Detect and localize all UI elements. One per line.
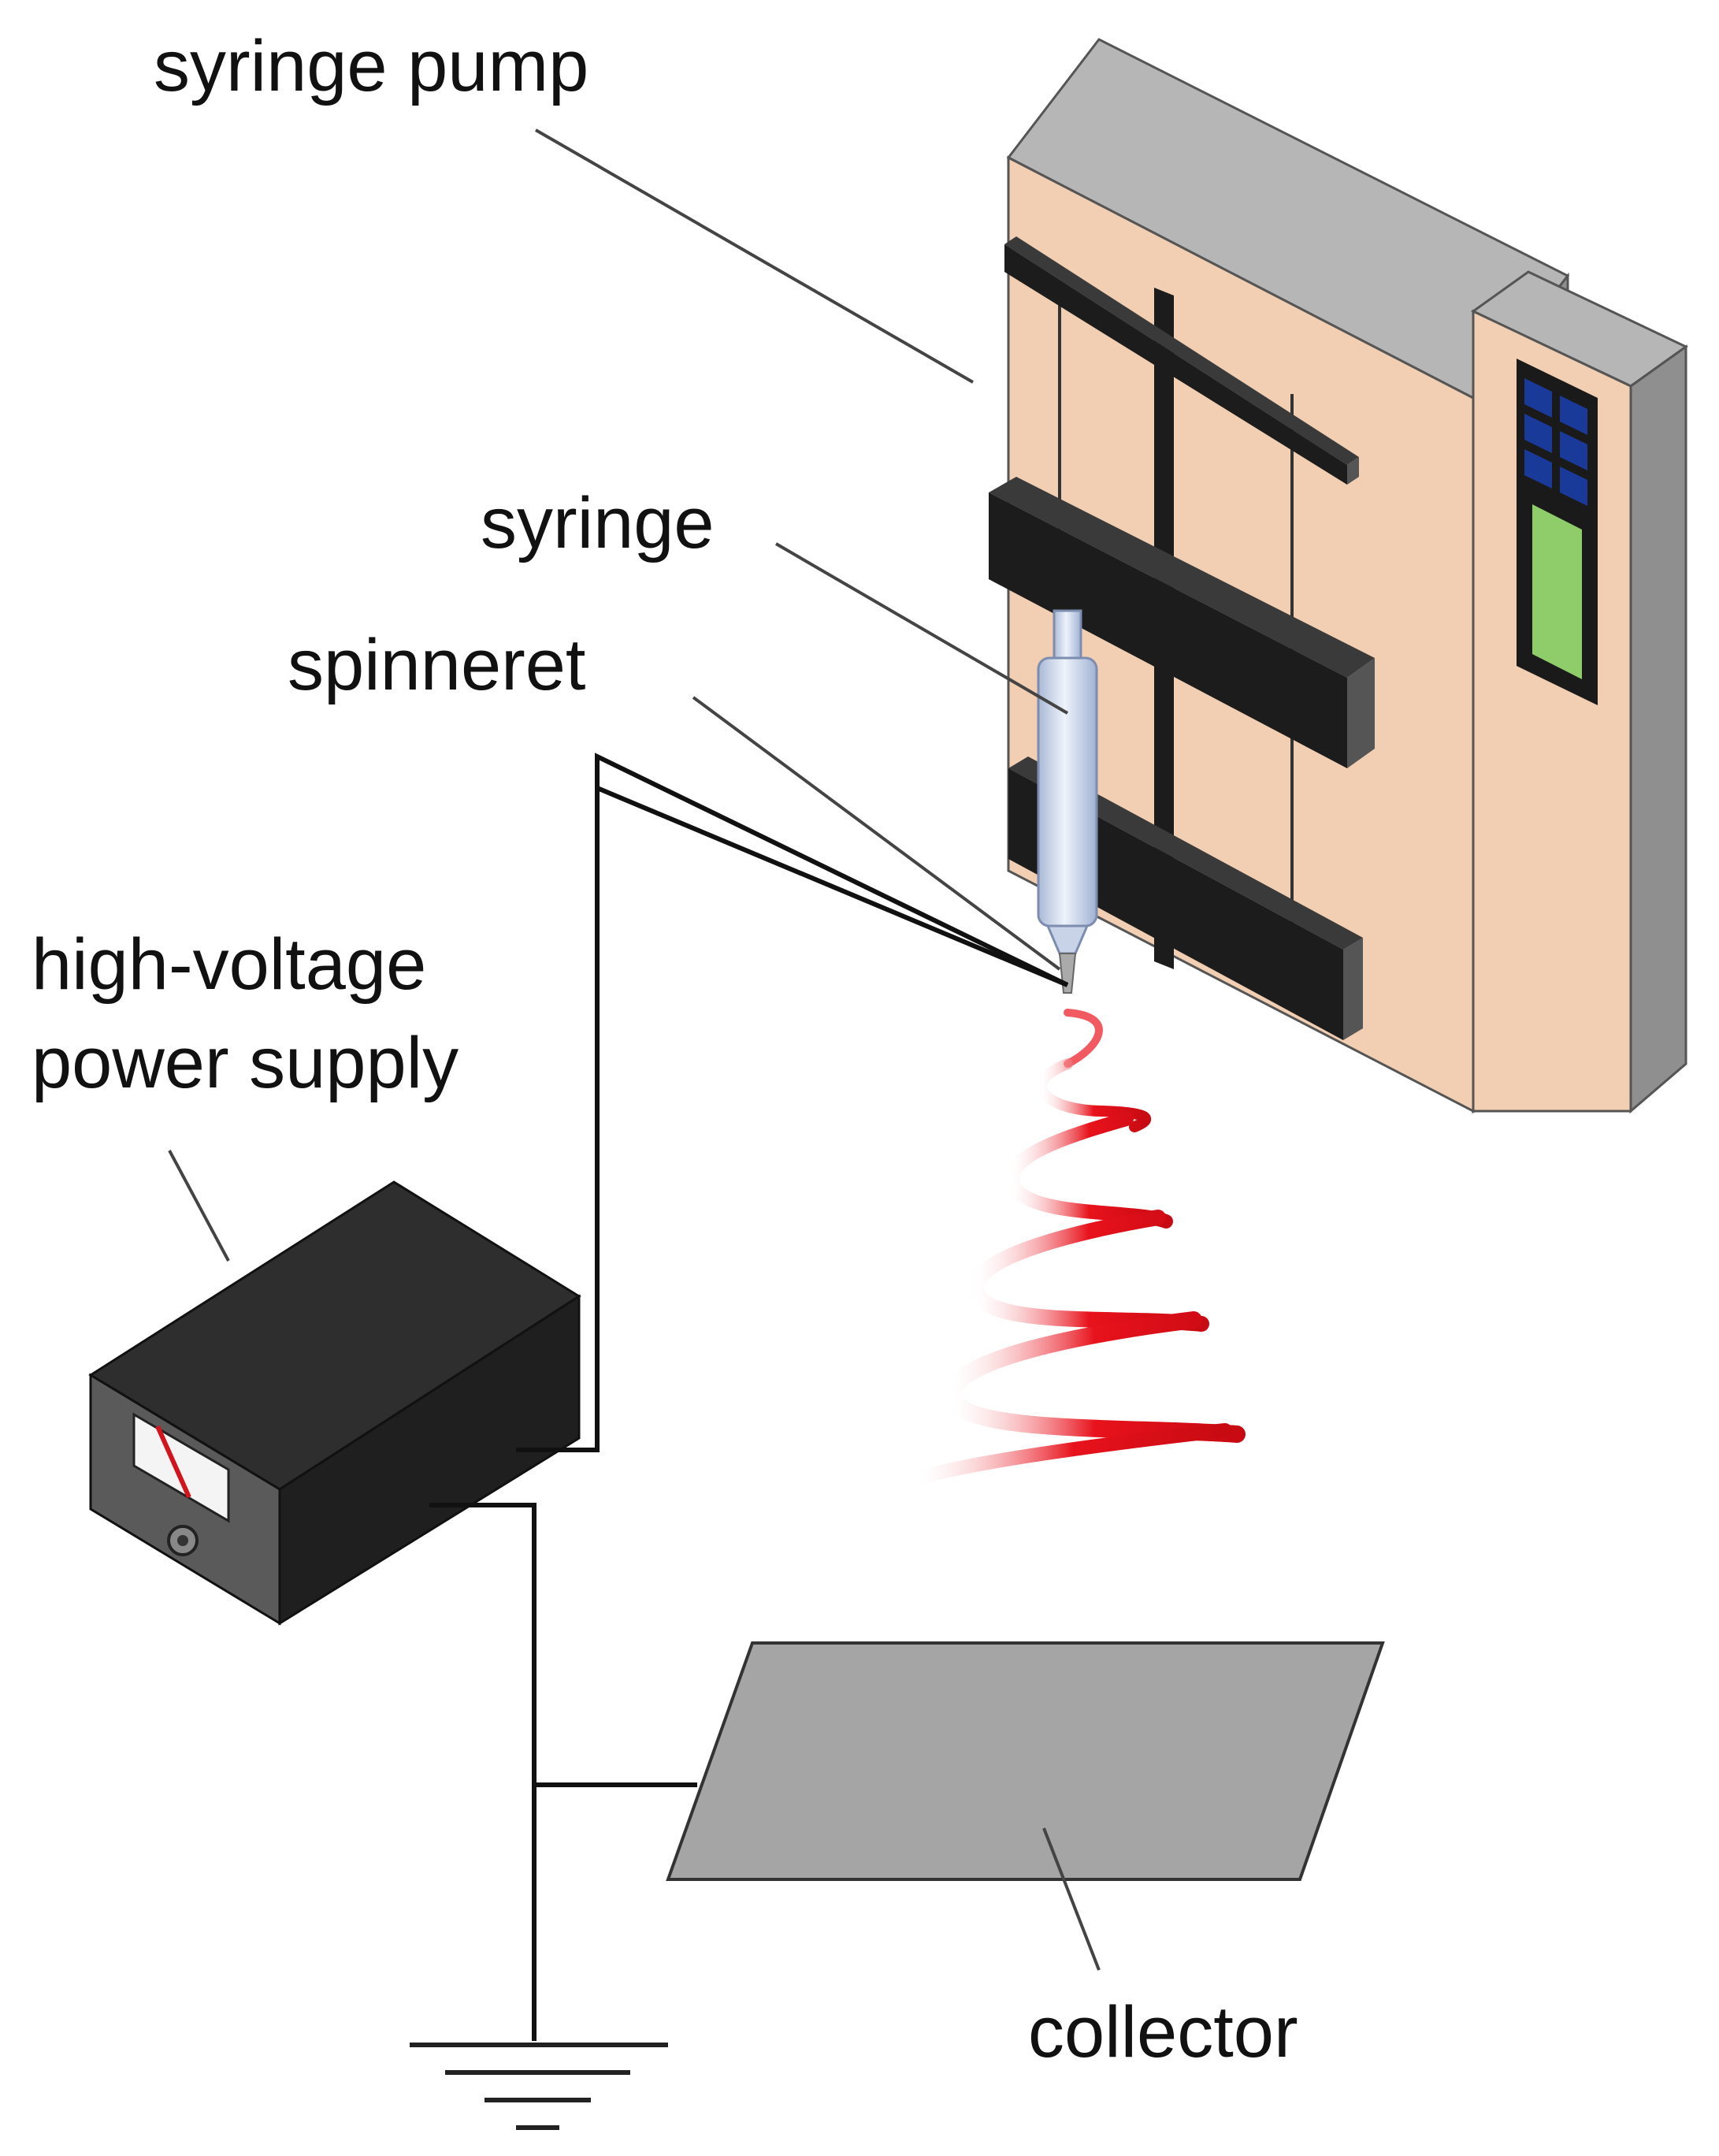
syringe-pump: [989, 38, 1688, 1114]
label-syringe: syringe: [481, 483, 715, 563]
polymer-jet: [915, 1009, 1246, 1485]
knob-icon: [167, 1525, 199, 1556]
middle-bar-end: [1347, 658, 1375, 768]
voltmeter: [132, 1412, 230, 1523]
ground-icon: [410, 2043, 668, 2130]
wiring: [429, 753, 1069, 2041]
label-power-supply-line2: power supply: [32, 1023, 459, 1103]
high-voltage-wire: [516, 753, 1069, 1452]
middle-bar-front: [989, 493, 1347, 768]
label-spinneret: spinneret: [288, 625, 585, 705]
syringe-barrel: [1037, 656, 1098, 927]
syringe-tip: [1045, 924, 1090, 955]
spinneret-needle: [1058, 953, 1077, 994]
syringe: [1037, 609, 1098, 994]
top-bar-front: [1004, 244, 1347, 485]
controller-side: [1629, 344, 1687, 1114]
label-syringe-pump: syringe pump: [154, 26, 588, 106]
display-screen: [1532, 504, 1582, 679]
middle-bar-top: [989, 477, 1375, 678]
high-voltage-power-supply: [88, 1180, 581, 1626]
keypad: [1524, 378, 1587, 506]
high-voltage-wire-2: [596, 786, 1069, 987]
label-collector: collector: [1028, 1992, 1298, 2072]
top-bar-end: [1347, 457, 1359, 485]
bottom-bar-end: [1343, 938, 1363, 1040]
top-bar: [1004, 236, 1359, 465]
collector-plate: [666, 1641, 1385, 1881]
ground-wire: [429, 1503, 536, 2041]
leader-lines: [168, 128, 1101, 1971]
voltmeter-needle: [155, 1425, 191, 1499]
label-power-supply-line1: high-voltage: [32, 924, 426, 1005]
